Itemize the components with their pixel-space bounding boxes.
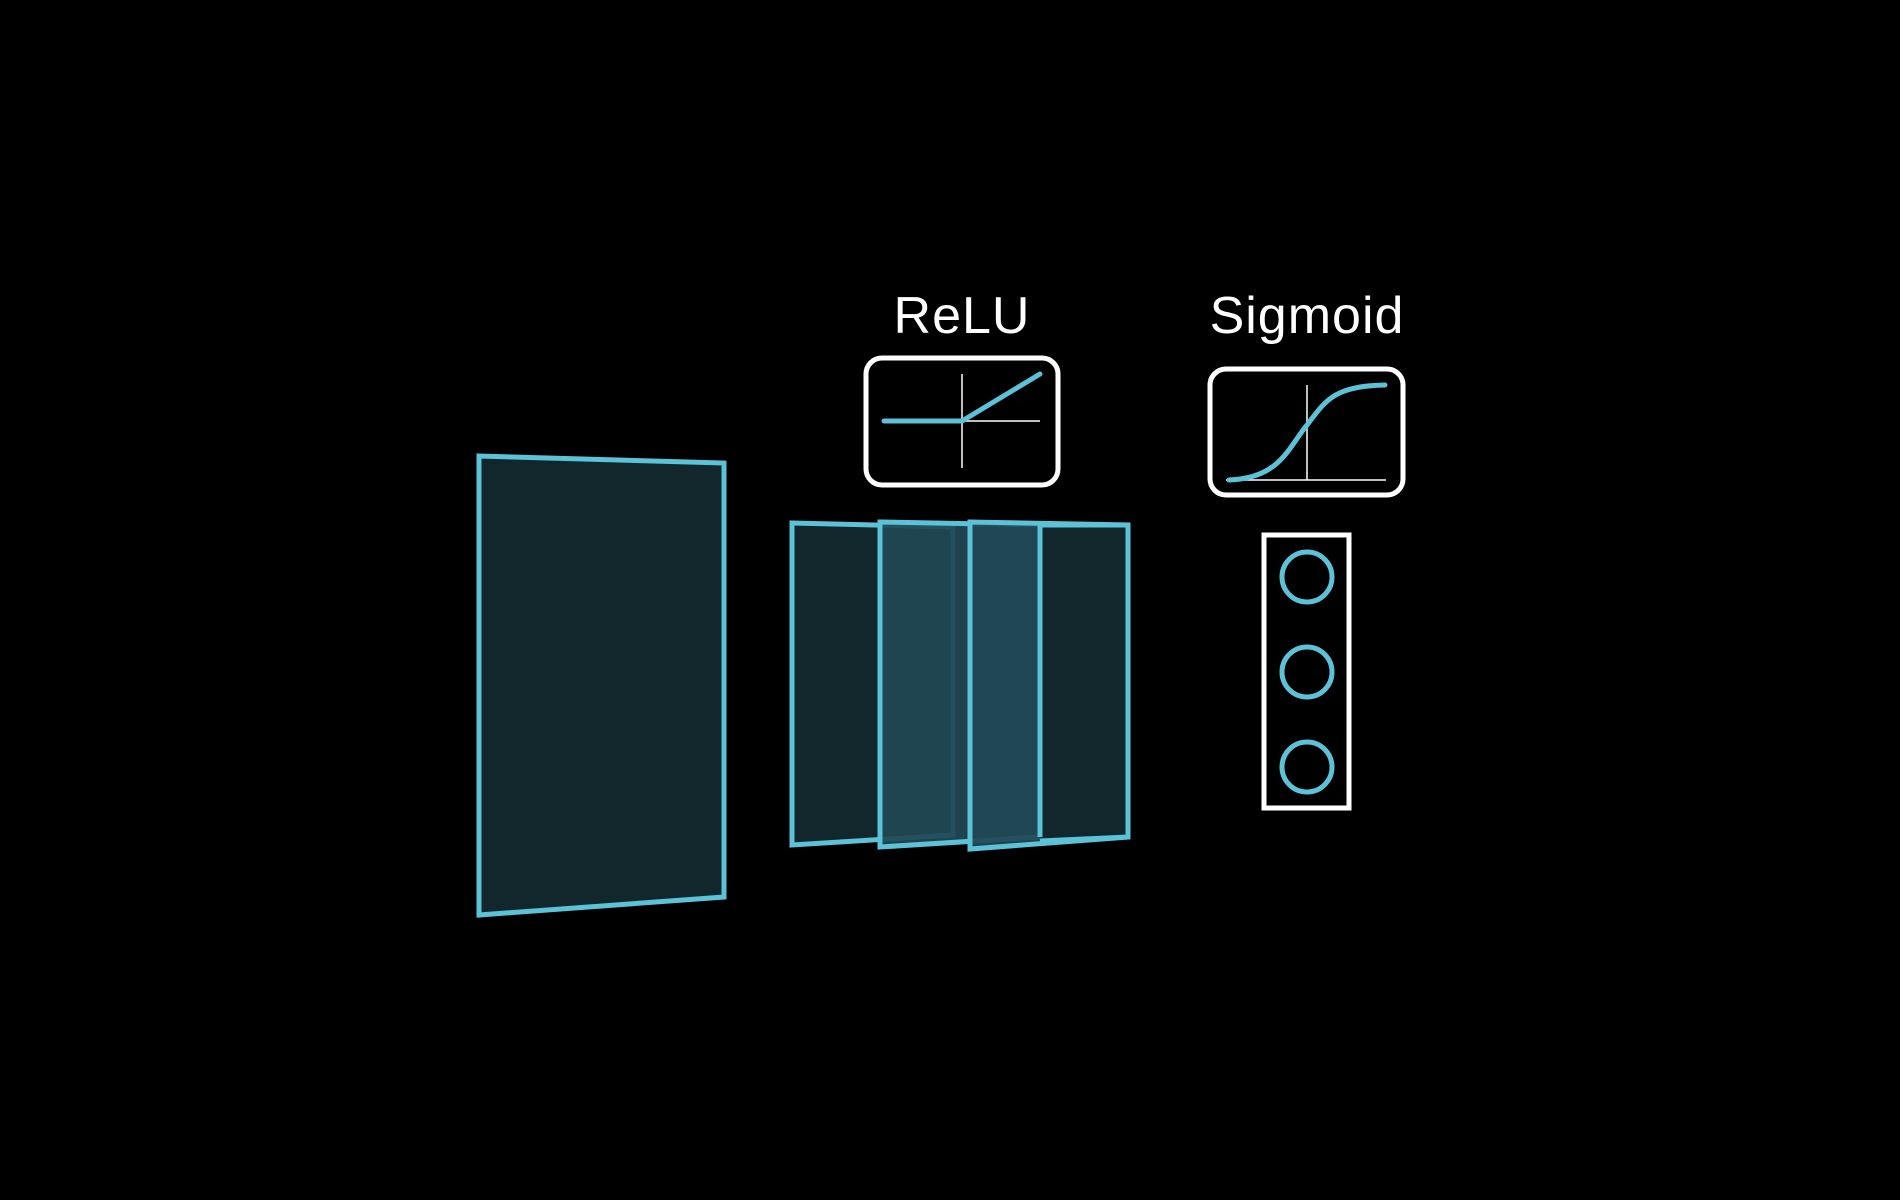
feature-map-3-edge xyxy=(1039,522,1131,844)
output-neurons xyxy=(1261,532,1352,811)
sigmoid-curve xyxy=(1226,382,1388,483)
output-neuron-2 xyxy=(1279,644,1335,700)
output-neuron-1 xyxy=(1279,549,1335,605)
input-feature-map xyxy=(476,453,727,918)
sigmoid-curve-icon xyxy=(1207,366,1406,498)
output-neuron-3 xyxy=(1279,739,1335,795)
relu-icon-frame xyxy=(863,355,1061,488)
relu-label: ReLU xyxy=(893,287,1031,345)
relu-curve xyxy=(881,371,1043,424)
feature-map-4 xyxy=(1040,525,1128,841)
relu-curve-icon xyxy=(863,355,1061,488)
output-layer-frame xyxy=(1261,532,1352,811)
sigmoid-label: Sigmoid xyxy=(1209,287,1405,345)
sigmoid-icon-frame xyxy=(1207,366,1406,498)
conv-feature-maps xyxy=(789,519,1131,852)
